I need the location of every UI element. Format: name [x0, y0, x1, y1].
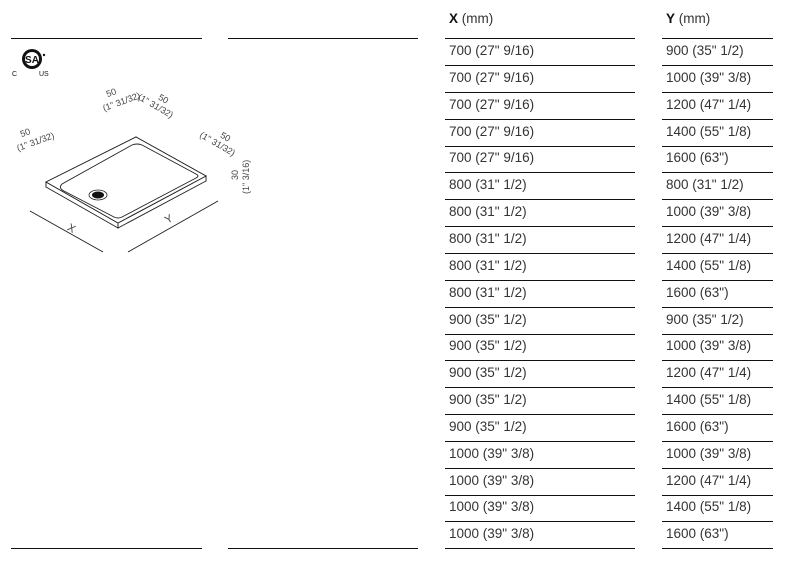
svg-text:SA: SA: [25, 55, 39, 66]
table-cell-x: 800 (31" 1/2): [445, 200, 635, 228]
table-cell-y: 1000 (39" 3/8): [662, 200, 773, 228]
table-cell-x: 900 (35" 1/2): [445, 361, 635, 389]
table-cell-x: 1000 (39" 3/8): [445, 495, 635, 523]
axis-y-label: Y: [163, 212, 176, 226]
table-cell-x: 800 (31" 1/2): [445, 281, 635, 308]
csa-us-label: US: [39, 71, 49, 78]
bottom-rule-middle: [228, 548, 418, 549]
table-cell-x: 700 (27" 9/16): [445, 66, 635, 93]
table-cell-y: 1600 (63"): [662, 415, 773, 442]
table-cell-x: 700 (27" 9/16): [445, 120, 635, 147]
table-cell-y: 1000 (39" 3/8): [662, 442, 773, 469]
header-rule-y: [662, 38, 773, 39]
dim-top-right-value: 50: [157, 92, 171, 106]
csa-certification-logo: SA C US: [12, 49, 49, 78]
table-cell-y: 1400 (55" 1/8): [662, 254, 773, 281]
table-cell-y: 1600 (63"): [662, 281, 773, 308]
csa-c-label: C: [12, 71, 17, 78]
top-rule-middle: [228, 38, 418, 39]
drain-icon: [88, 189, 108, 201]
y-dimension-line: [127, 200, 219, 253]
axis-x-label: X: [65, 222, 78, 236]
top-rule-left: [11, 38, 202, 39]
table-cell-y: 800 (31" 1/2): [662, 173, 773, 201]
column-header-x-unit: (mm): [461, 11, 494, 26]
dim-height-imperial: (1" 3/16): [241, 160, 251, 194]
table-cell-y: 1200 (47" 1/4): [662, 227, 773, 254]
table-cell-x: 1000 (39" 3/8): [445, 442, 635, 469]
table-cell-y: 1000 (39" 3/8): [662, 334, 773, 362]
header-rule-x: [445, 38, 635, 39]
table-cell-y: 1600 (63"): [662, 146, 773, 174]
dim-right-value: 50: [219, 130, 233, 144]
table-cell-y: 1000 (39" 3/8): [662, 66, 773, 93]
table-cell-y: 1200 (47" 1/4): [662, 361, 773, 389]
shower-tray-diagram: X Y 50 (1" 31/32) 50 (1" 31/32) 50 (1" 3…: [15, 86, 251, 253]
table-cell-x: 800 (31" 1/2): [445, 254, 635, 281]
table-cell-x: 900 (35" 1/2): [445, 415, 635, 442]
table-cell-x: 900 (35" 1/2): [445, 334, 635, 362]
table-cell-x: 700 (27" 9/16): [445, 39, 635, 66]
dim-top-left-value: 50: [105, 86, 118, 99]
x-dimension-line: [29, 210, 104, 253]
table-cell-x: 700 (27" 9/16): [445, 93, 635, 120]
table-cell-x: 1000 (39" 3/8): [445, 522, 635, 550]
table-cell-y: 900 (35" 1/2): [662, 39, 773, 66]
table-cell-x: 900 (35" 1/2): [445, 388, 635, 416]
table-cell-x: 700 (27" 9/16): [445, 146, 635, 174]
table-cell-x: 1000 (39" 3/8): [445, 469, 635, 496]
table-cell-y: 900 (35" 1/2): [662, 308, 773, 335]
table-cell-y: 1600 (63"): [662, 522, 773, 550]
table-cell-x: 800 (31" 1/2): [445, 227, 635, 254]
table-cell-y: 1200 (47" 1/4): [662, 93, 773, 120]
bottom-rule-left: [11, 548, 202, 549]
dim-left-value: 50: [19, 126, 32, 139]
column-header-x: X (mm): [449, 11, 493, 26]
table-cell-x: 900 (35" 1/2): [445, 308, 635, 335]
dim-height-value: 30: [230, 170, 240, 180]
column-header-y-name: Y: [666, 11, 676, 26]
column-header-y: Y (mm): [666, 11, 710, 26]
table-cell-y: 1400 (55" 1/8): [662, 495, 773, 523]
table-cell-y: 1400 (55" 1/8): [662, 120, 773, 147]
table-cell-y: 1200 (47" 1/4): [662, 469, 773, 496]
table-cell-y: 1400 (55" 1/8): [662, 388, 773, 416]
column-header-x-name: X: [449, 11, 459, 26]
tray-outline: [45, 136, 207, 229]
table-cell-x: 800 (31" 1/2): [445, 173, 635, 201]
column-header-y-unit: (mm): [678, 11, 711, 26]
